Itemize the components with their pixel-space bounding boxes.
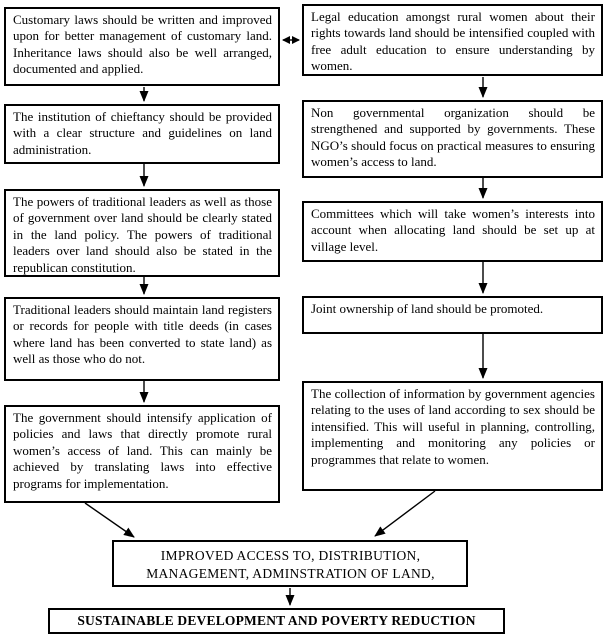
flow-box-information-collection: The collection of information by governm… (302, 381, 603, 491)
outcome-box-line2: MANAGEMENT, ADMINSTRATION OF LAND, (146, 566, 435, 581)
arrow-right-to-outcome (374, 490, 436, 537)
arrow-left-to-outcome (84, 502, 135, 538)
flow-box-land-registers: Traditional leaders should maintain land… (4, 297, 280, 381)
flow-box-joint-ownership: Joint ownership of land should be promot… (302, 296, 603, 334)
outcome-box-line1: IMPROVED ACCESS TO, DISTRIBUTION, (160, 548, 421, 563)
flow-box-ngo-support: Non governmental organization should be … (302, 100, 603, 178)
outcome-box: IMPROVED ACCESS TO, DISTRIBUTION, MANAGE… (112, 540, 468, 587)
flow-box-village-committees: Committees which will take women’s inter… (302, 201, 603, 262)
flow-box-customary-laws: Customary laws should be written and imp… (4, 7, 280, 86)
flow-box-government-policies: The government should intensify applicat… (4, 405, 280, 503)
flow-box-powers-traditional-leaders: The powers of traditional leaders as wel… (4, 189, 280, 277)
final-box: SUSTAINABLE DEVELOPMENT AND POVERTY REDU… (48, 608, 505, 634)
flow-box-legal-education: Legal education amongst rural women abou… (302, 4, 603, 76)
flow-box-chieftancy-institution: The institution of chieftancy should be … (4, 104, 280, 164)
